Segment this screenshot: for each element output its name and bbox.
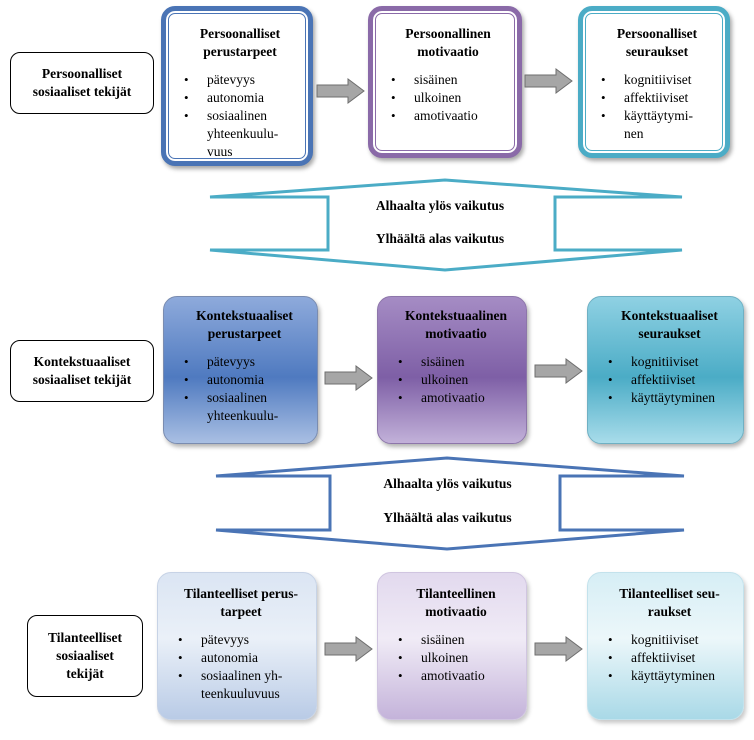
right-arrow-icon [324,365,373,391]
list-item: kognitiiviset [599,71,715,89]
personal-motivation-title: Persoonallinen motivaatio [405,26,491,59]
bottom-up-label-1: Alhaalta ylös vaikutus [375,198,505,213]
situational-needs-list: pätevyys autonomia sosiaalinen yh- teenk… [176,631,306,703]
list-item: pätevyys [182,71,298,89]
right-arrow-icon [534,358,583,384]
list-item: affektiiviset [606,649,733,667]
personal-needs-list: pätevyys autonomia sosiaalinen yhteenkuu… [182,71,298,161]
list-item: autonomia [176,649,306,667]
contextual-motivation-title: Kontekstuaalinen motivaatio [404,308,508,341]
situational-outcomes-box: Tilanteelliset seu- raukset kognitiivise… [587,572,744,720]
list-item: sisäinen [396,631,516,649]
personal-needs-title: Persoonalliset perustarpeet [199,26,281,59]
contextual-motivation-list: sisäinen ulkoinen amotivaatio [396,353,516,407]
situational-motivation-title: Tilanteellinen motivaatio [416,586,496,619]
personal-motivation-list: sisäinen ulkoinen amotivaatio [389,71,507,125]
contextual-needs-box: Kontekstuaaliset perustarpeet pätevyys a… [163,296,318,444]
list-item: käyttäytyminen [606,389,733,407]
situational-motivation-list: sisäinen ulkoinen amotivaatio [396,631,516,685]
list-item: affektiiviset [599,89,715,107]
right-arrow-icon [324,636,373,662]
situational-needs-title: Tilanteelliset perus- tarpeet [183,586,299,619]
contextual-needs-title: Kontekstuaaliset perustarpeet [196,308,293,341]
side-label-situational: Tilanteelliset sosiaaliset tekijät [27,615,143,697]
side-label-contextual: Kontekstuaaliset sosiaaliset tekijät [10,340,154,402]
personal-outcomes-title: Persoonalliset seuraukset [616,26,698,59]
situational-motivation-box: Tilanteellinen motivaatio sisäinen ulkoi… [377,572,527,720]
list-item: amotivaatio [396,389,516,407]
list-item: ulkoinen [396,371,516,389]
personal-motivation-box: Persoonallinen motivaatio sisäinen ulkoi… [368,6,522,158]
contextual-outcomes-list: kognitiiviset affektiiviset käyttäytymin… [606,353,733,407]
contextual-outcomes-box: Kontekstuaaliset seuraukset kognitiivise… [587,296,744,444]
contextual-needs-list: pätevyys autonomia sosiaalinen yhteenkuu… [182,353,307,425]
list-item: sosiaalinen yh- teenkuuluvuus [176,667,306,703]
right-arrow-icon [534,636,583,662]
list-item: amotivaatio [396,667,516,685]
side-label-personal: Persoonalliset sosiaaliset tekijät [10,52,154,114]
list-item: kognitiiviset [606,631,733,649]
list-item: ulkoinen [396,649,516,667]
list-item: kognitiiviset [606,353,733,371]
situational-outcomes-list: kognitiiviset affektiiviset käyttäytymin… [606,631,733,685]
personal-needs-box: Persoonalliset perustarpeet pätevyys aut… [161,6,313,166]
situational-outcomes-title: Tilanteelliset seu- raukset [619,586,720,619]
list-item: amotivaatio [389,107,507,125]
list-item: pätevyys [176,631,306,649]
contextual-outcomes-title: Kontekstuaaliset seuraukset [621,308,718,341]
bottom-up-label-2: Alhaalta ylös vaikutus [383,476,512,491]
list-item: affektiiviset [606,371,733,389]
top-down-label-2: Ylhäältä alas vaikutus [383,510,512,525]
list-item: ulkoinen [389,89,507,107]
list-item: sisäinen [396,353,516,371]
right-arrow-icon [524,68,573,94]
list-item: käyttäytymi- nen [599,107,715,143]
list-item: autonomia [182,371,307,389]
list-item: sosiaalinen yhteenkuulu- [182,389,307,425]
situational-needs-box: Tilanteelliset perus- tarpeet pätevyys a… [157,572,317,720]
top-down-label-1: Ylhäältä alas vaikutus [375,231,505,246]
personal-outcomes-list: kognitiiviset affektiiviset käyttäytymi-… [599,71,715,143]
list-item: autonomia [182,89,298,107]
list-item: sisäinen [389,71,507,89]
contextual-motivation-box: Kontekstuaalinen motivaatio sisäinen ulk… [377,296,527,444]
list-item: pätevyys [182,353,307,371]
list-item: sosiaalinen yhteenkuulu- vuus [182,107,298,161]
personal-outcomes-box: Persoonalliset seuraukset kognitiiviset … [578,6,730,158]
list-item: käyttäytyminen [606,667,733,685]
right-arrow-icon [316,78,365,104]
